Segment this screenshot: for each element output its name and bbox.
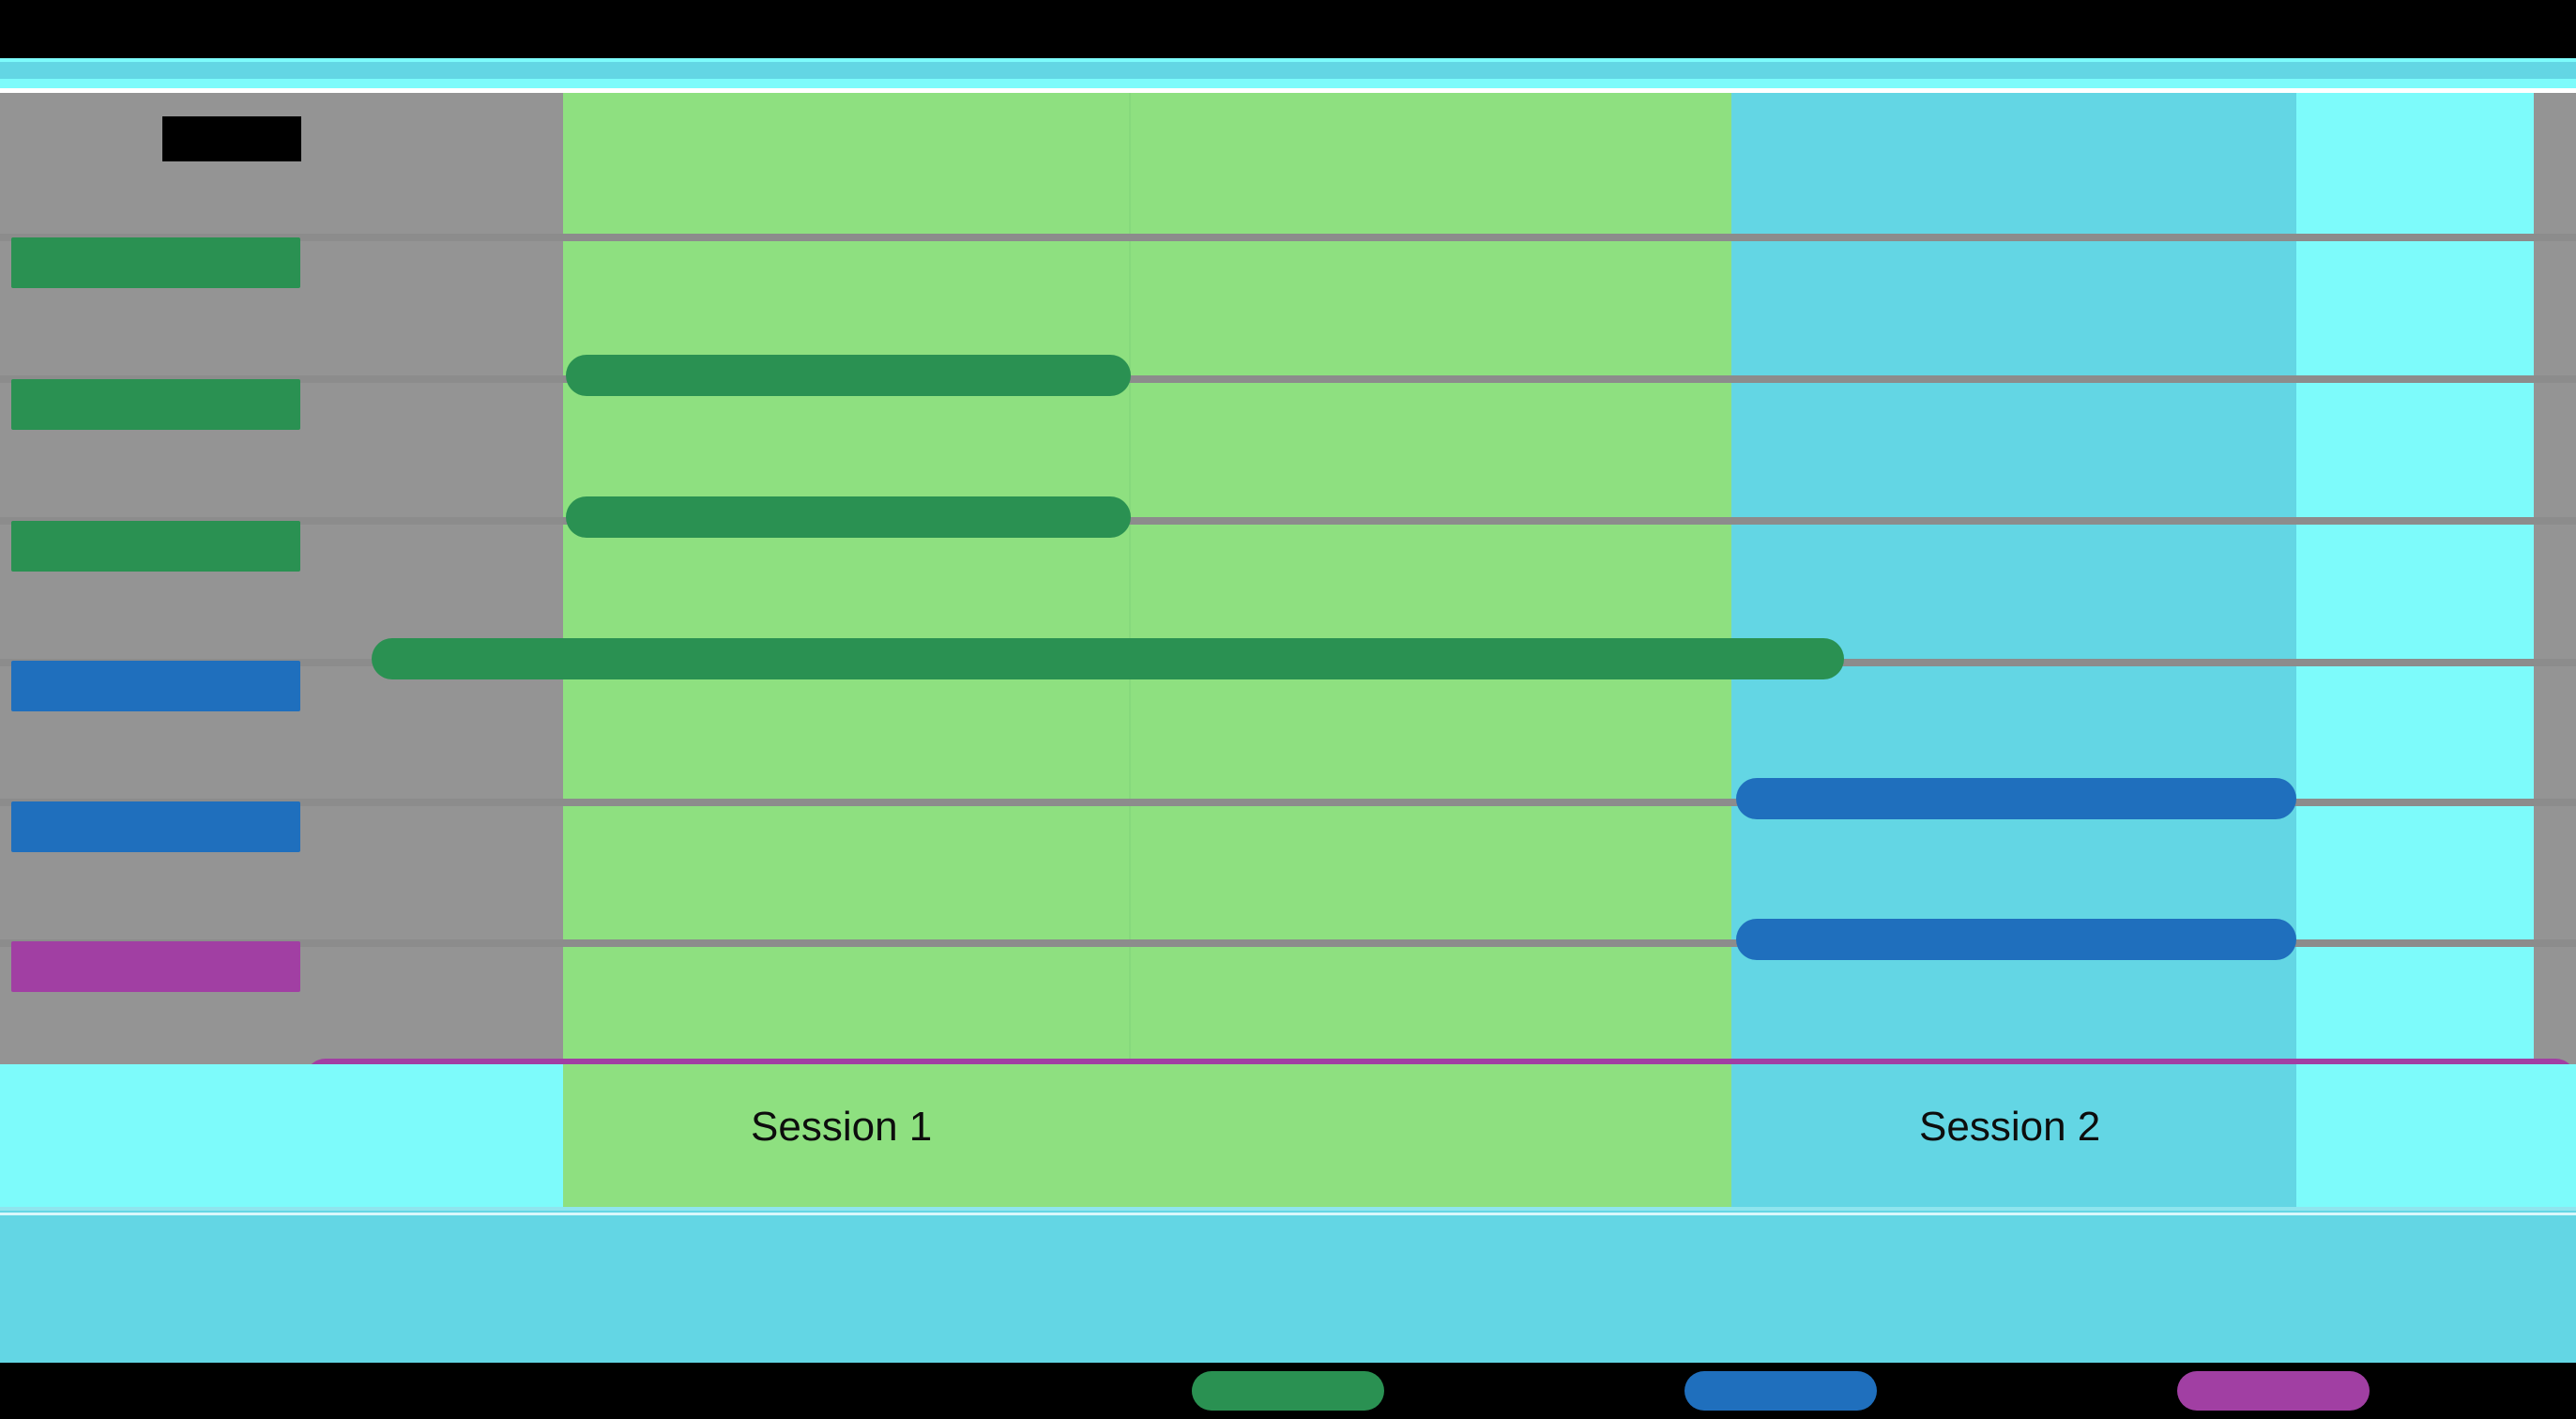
bar-dataset-a3[interactable] [372,638,1844,679]
session-band-tail-caption-bg [2296,1064,2534,1207]
legend-item-group-b[interactable] [1684,1363,1890,1419]
legend-item-group-c[interactable] [2177,1363,2383,1419]
top-white-divider [0,88,2576,93]
bar-dataset-a2[interactable] [566,496,1131,538]
row-label-dataset-a3[interactable] [11,521,300,572]
gridline-row-4 [0,799,2576,806]
session-band-tail [2296,93,2534,1206]
chart-title-redacted [162,116,301,161]
gridline-row-1 [0,375,2576,383]
top-cyan-strip-bright-2 [0,79,2576,88]
session-band-1-caption-bg [563,1064,1731,1207]
bar-dataset-a1[interactable] [566,355,1131,396]
right-gutter [2534,93,2576,1064]
chart-legend [0,1363,2576,1419]
legend-item-group-a[interactable] [1192,1363,1397,1419]
legend-swatch-magenta [2177,1371,2370,1411]
session-1-label: Session 1 [751,1104,933,1150]
bottom-panel-divider-2 [0,1213,2576,1215]
bar-dataset-b2[interactable] [1736,919,2296,960]
row-label-dataset-c1[interactable] [11,941,300,992]
top-cyan-strip-bright [0,58,2576,62]
bottom-cyan-panel [0,1207,2576,1363]
bar-dataset-b1[interactable] [1736,778,2296,819]
gridline-row-5 [0,939,2576,947]
gridline-row-0 [0,234,2576,241]
row-label-dataset-a1[interactable] [11,237,300,288]
session-2-label: Session 2 [1919,1104,2101,1150]
top-cyan-strip-mid [0,62,2576,79]
gridline-row-2 [0,517,2576,525]
row-label-dataset-b2[interactable] [11,801,300,852]
bottom-panel-divider-1 [0,1207,2576,1211]
row-label-dataset-b1[interactable] [11,661,300,711]
legend-swatch-green [1192,1371,1384,1411]
legend-swatch-blue [1684,1371,1877,1411]
chart-plot-area [0,93,2576,1206]
top-black-band [0,0,2576,58]
row-label-dataset-a2[interactable] [11,379,300,430]
session-band-2-caption-bg [1731,1064,2296,1207]
